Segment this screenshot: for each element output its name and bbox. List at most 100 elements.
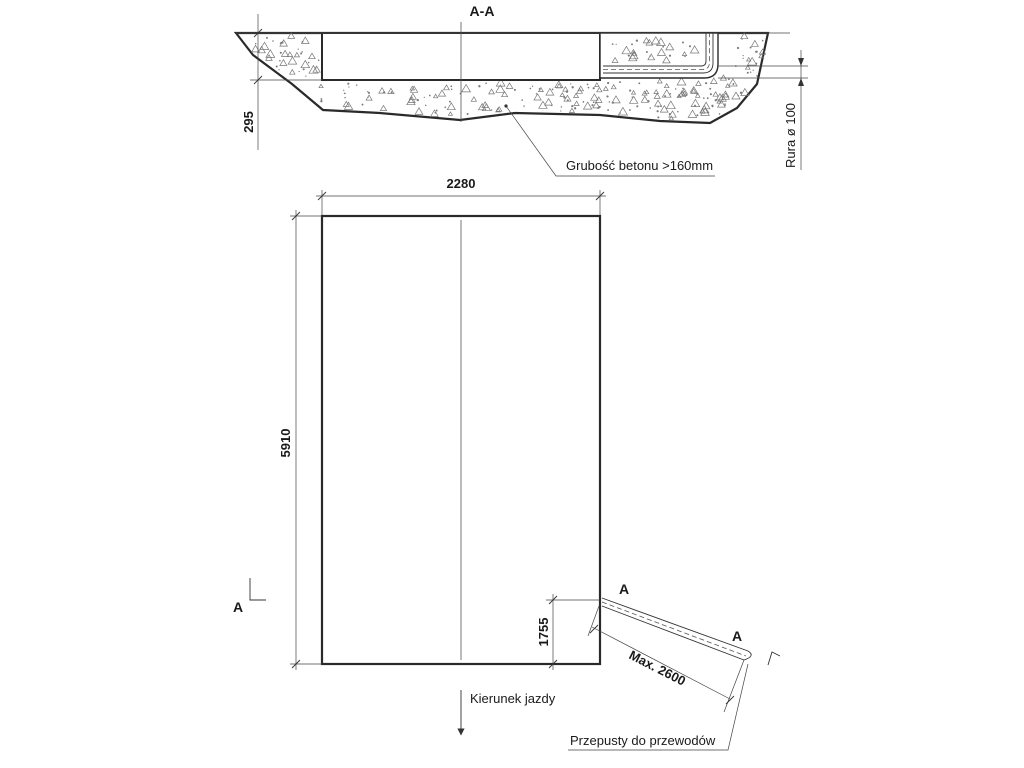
section-marker-left: A	[233, 599, 243, 615]
aggregate-triangle	[745, 56, 752, 62]
aggregate-dot	[606, 95, 609, 98]
aggregate-dot	[749, 71, 752, 73]
aggregate-dot	[694, 104, 696, 107]
aggregate-dot	[416, 98, 419, 102]
aggregate-triangle	[668, 115, 675, 121]
aggregate-triangle	[495, 84, 506, 93]
aggregate-triangle	[408, 92, 417, 100]
aggregate-dot	[301, 51, 303, 53]
aggregate-dot	[490, 109, 493, 111]
aggregate-dot	[714, 99, 717, 102]
aggregate-dot	[348, 86, 350, 88]
aggregate-dot	[582, 101, 585, 103]
aggregate-triangle	[533, 93, 542, 101]
aggregate-dot	[586, 83, 589, 86]
aggregate-dot	[756, 74, 759, 77]
aggregate-triangle	[758, 53, 765, 59]
aggregate-dot	[573, 107, 577, 110]
aggregate-dot	[638, 82, 641, 85]
aggregate-triangle	[653, 99, 663, 107]
concrete-leader-line	[505, 105, 715, 177]
section-marker-right-bottom: A	[732, 628, 742, 644]
aggregate-dot	[367, 91, 371, 94]
aggregate-triangle	[653, 89, 660, 94]
aggregate-dot	[696, 114, 699, 117]
length-dimension: 5910	[278, 429, 293, 458]
length-dim-tick-1	[291, 211, 301, 221]
aggregate-triangle	[447, 111, 454, 116]
aggregate-dot	[563, 96, 566, 99]
aggregate-dot	[320, 98, 323, 100]
aggregate-dot	[298, 70, 300, 73]
length-dim-tick-2	[291, 659, 301, 669]
aggregate-triangle	[665, 42, 675, 51]
aggregate-dot	[466, 112, 469, 116]
aggregate-dot	[531, 85, 534, 87]
pit-outline	[320, 214, 602, 666]
aggregate-dot	[355, 84, 358, 86]
aggregate-dot	[307, 61, 310, 64]
aggregate-triangle	[724, 83, 731, 88]
aggregate-triangle	[758, 48, 767, 55]
aggregate-triangle	[572, 92, 580, 98]
aggregate-triangle	[690, 88, 697, 94]
aggregate-triangle	[432, 93, 439, 99]
concrete-thickness-note: Grubość betonu >160mm	[566, 158, 713, 173]
aggregate-dot	[702, 97, 705, 99]
aggregate-triangle	[676, 93, 682, 99]
aggregate-triangle	[744, 64, 751, 70]
aggregate-dot	[709, 87, 712, 90]
aggregate-dot	[428, 94, 431, 97]
aggregate-triangle	[655, 37, 666, 46]
width-dimension: 2280	[447, 176, 476, 191]
aggregate-dot	[619, 81, 621, 84]
aggregate-dot	[718, 113, 721, 115]
aggregate-dot	[266, 36, 268, 39]
aggregate-dot	[317, 59, 320, 61]
aggregate-dot	[608, 101, 611, 103]
aggregate-dot	[343, 89, 345, 91]
aggregate-dot	[390, 91, 393, 94]
aggregate-dot	[704, 82, 707, 85]
aggregate-dot	[707, 111, 710, 114]
aggregate-dot	[300, 52, 303, 55]
aggregate-triangle	[699, 108, 706, 114]
aggregate-dot	[254, 42, 257, 45]
passage-leader-line	[568, 663, 749, 751]
aggregate-dot	[682, 41, 684, 44]
aggregate-triangle	[300, 36, 310, 44]
aggregate-triangle	[740, 87, 750, 96]
aggregate-dot	[478, 85, 481, 88]
aggregate-dot	[444, 106, 447, 109]
aggregate-dot	[343, 92, 346, 95]
aggregate-dot	[752, 69, 754, 71]
aggregate-triangle	[538, 100, 548, 109]
aggregate-triangle	[689, 45, 700, 54]
aggregate-dot	[736, 46, 740, 50]
aggregate-triangle	[582, 101, 593, 110]
aggregate-triangle	[592, 101, 601, 109]
pipe-dim-arrow-top	[798, 58, 804, 66]
aggregate-dot	[682, 87, 684, 90]
aggregate-dot	[523, 105, 525, 107]
aggregate-triangle	[259, 41, 270, 50]
aggregate-triangle	[387, 87, 395, 94]
aggregate-dot	[535, 93, 538, 95]
aggregate-triangle	[650, 36, 661, 45]
aggregate-dot	[591, 104, 594, 107]
aggregate-dot	[611, 101, 615, 104]
aggregate-triangle	[594, 96, 603, 103]
aggregate-triangle	[640, 95, 649, 103]
aggregate-triangle	[446, 102, 456, 111]
aggregate-dot	[645, 51, 648, 53]
aggregate-triangle	[656, 47, 667, 56]
pipe-outline-outer	[603, 33, 714, 74]
aggregate-dot	[382, 91, 386, 94]
pipe-outline-inner	[603, 33, 707, 67]
aggregate-dot	[302, 68, 305, 71]
aggregate-dot	[367, 91, 369, 93]
aggregate-dot	[668, 54, 672, 57]
aggregate-triangle	[694, 92, 701, 98]
channel-end-cap	[743, 650, 752, 661]
aggregate-triangle	[312, 65, 321, 73]
